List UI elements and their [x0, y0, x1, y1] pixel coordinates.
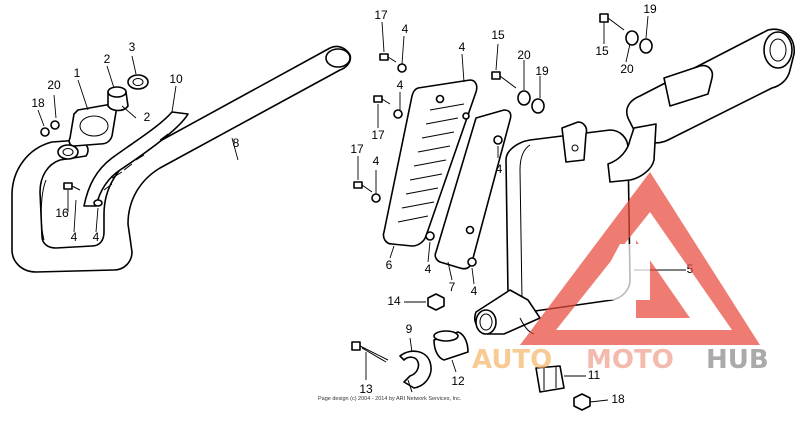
pipe-gasket	[57, 144, 79, 160]
washer-4-f	[493, 135, 503, 145]
callout-15-a: 15	[491, 28, 505, 42]
callout-4-e: 4	[373, 154, 380, 168]
callout-19-a: 19	[535, 64, 549, 78]
exhaust-clamp	[399, 350, 432, 393]
callout-8: 8	[233, 136, 240, 150]
heat-guard	[382, 79, 478, 247]
callout-20-c: 20	[620, 62, 634, 76]
callout-9: 9	[406, 322, 413, 336]
watermark-logo: AUTO MOTO HUB	[472, 172, 769, 375]
nut-18-bottom	[573, 393, 591, 411]
callout-4-f: 4	[459, 40, 466, 54]
callout-4-d: 4	[397, 78, 404, 92]
callout-6: 6	[386, 258, 393, 272]
nut-19-top	[639, 38, 653, 54]
collet	[107, 86, 129, 112]
callout-20-b: 20	[517, 48, 531, 62]
callout-4-c: 4	[402, 22, 409, 36]
bolt-17-a	[379, 53, 397, 63]
callout-12: 12	[451, 374, 465, 388]
washer-4-a	[397, 63, 407, 73]
silencer-end	[607, 28, 795, 183]
callout-17-a: 17	[374, 8, 388, 22]
bolt-13	[351, 341, 389, 363]
nut-20-left	[50, 120, 60, 130]
bolt-15-middle	[491, 71, 517, 89]
callout-2-b: 2	[144, 110, 151, 124]
callout-10: 10	[169, 72, 183, 86]
washer-4-c	[371, 193, 381, 203]
exhaust-flange	[68, 103, 118, 147]
washer-4-e	[467, 257, 477, 267]
leader-lines	[37, 15, 686, 403]
callout-13: 13	[359, 382, 373, 396]
callout-14: 14	[387, 294, 401, 308]
rubber-mount	[535, 365, 565, 393]
bolt-16	[63, 182, 81, 191]
callout-1: 1	[74, 66, 81, 80]
callout-numbers: 1 2 2 3 4 4 4 4 4 4 4 4 4 5 6 7 8 9 10 1…	[31, 2, 693, 406]
pipe-heat-shield	[83, 111, 189, 207]
nut-18-left	[40, 127, 50, 137]
callout-4-i: 4	[471, 284, 478, 298]
exhaust-pipe	[11, 45, 352, 273]
callout-15-b: 15	[595, 44, 609, 58]
gasket	[127, 74, 149, 90]
sleeve-12	[433, 330, 469, 361]
callout-19-b: 19	[643, 2, 657, 16]
callout-11: 11	[588, 368, 601, 382]
copyright-text: Page design (c) 2004 - 2014 by ARI Netwo…	[318, 396, 462, 402]
watermark-moto: MOTO	[586, 345, 674, 375]
washer-20-middle	[517, 90, 531, 106]
washer-4-b	[393, 109, 403, 119]
callout-17-c: 17	[350, 142, 364, 156]
callout-2: 2	[104, 52, 111, 66]
washer-20-top	[625, 30, 639, 46]
bolt-17-b	[373, 95, 391, 105]
callout-17-b: 17	[371, 128, 385, 142]
watermark-hub: HUB	[706, 345, 769, 375]
nut-14	[427, 293, 445, 311]
callout-4-h: 4	[425, 262, 432, 276]
callout-16: 16	[55, 206, 69, 220]
nut-19-middle	[531, 98, 545, 114]
callout-7: 7	[449, 280, 456, 294]
bolt-17-c	[353, 181, 373, 193]
callout-3: 3	[129, 40, 136, 54]
callout-4-a: 4	[71, 230, 78, 244]
callout-4-g: 4	[496, 162, 503, 176]
washer-4-d	[425, 231, 435, 241]
callout-18-b: 18	[611, 392, 625, 406]
callout-4-b: 4	[93, 230, 100, 244]
watermark-triangle	[520, 172, 760, 345]
watermark-auto: AUTO	[472, 345, 552, 375]
callout-20-a: 20	[47, 78, 61, 92]
callout-18-a: 18	[31, 96, 45, 110]
